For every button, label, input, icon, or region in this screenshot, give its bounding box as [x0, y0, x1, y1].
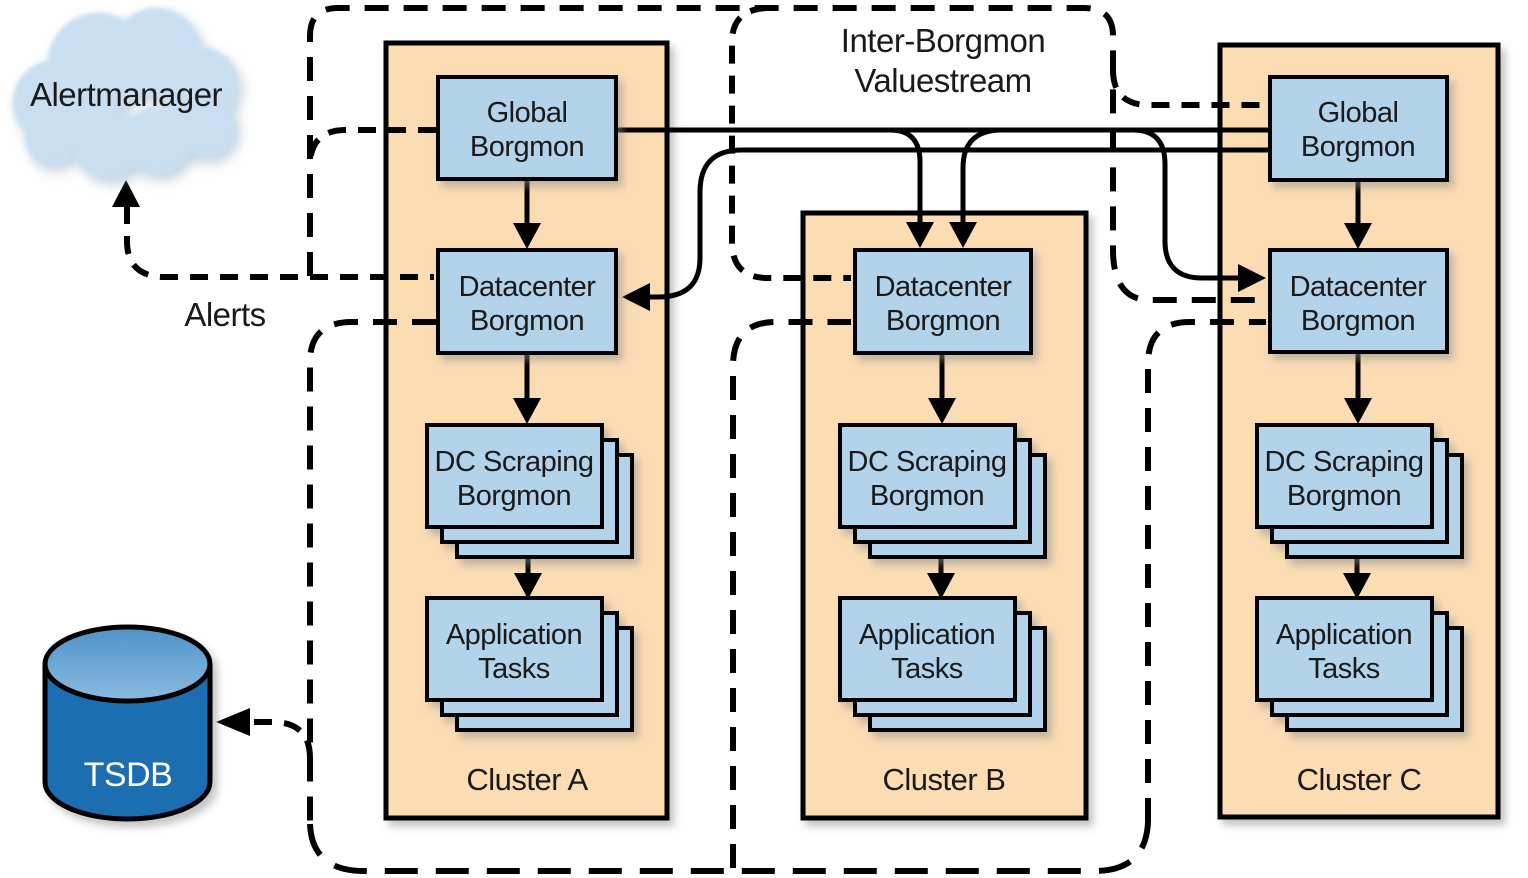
node-datacenter-borgmon-a [436, 248, 618, 355]
valuestream-branch-global-a [307, 127, 436, 167]
datacenter-c-in-arrowhead-icon [1238, 264, 1266, 292]
dc-scraping-borgmon-c-label-line2: Borgmon [1287, 480, 1401, 512]
node-dc-scraping-borgmon-c-stack [1255, 423, 1464, 559]
edge-drop-datacenter-b-2 [960, 127, 1003, 222]
datacenter-borgmon-a-label-line2: Borgmon [470, 305, 584, 337]
valuestream-branch-global-c [1110, 69, 1266, 108]
tsdb-flow-left-edge [307, 319, 436, 824]
dashed-flow-lines [112, 5, 1266, 874]
application-tasks-a-label-line2: Tasks [478, 653, 550, 685]
dc-scraping-borgmon-c-label-line1: DC Scraping [1265, 446, 1424, 478]
alertmanager-label: Alertmanager [30, 76, 223, 113]
application-tasks-c-label-line2: Tasks [1308, 653, 1380, 685]
application-tasks-b-label-line2: Tasks [891, 653, 963, 685]
edge-drop-datacenter-c [1132, 127, 1238, 281]
alerts-label: Alerts [184, 296, 265, 333]
node-global-borgmon-c [1268, 75, 1449, 182]
valuestream-label: Inter-Borgmon Valuestream [841, 22, 1046, 99]
valuestream-branch-datacenter-b [729, 5, 851, 281]
arrowhead-icon [927, 573, 955, 599]
dc-scraping-borgmon-a-label-line2: Borgmon [457, 480, 571, 512]
datacenter-borgmon-c-label-line2: Borgmon [1301, 305, 1415, 337]
tsdb-arrowhead-icon [216, 708, 250, 736]
tsdb-cylinder-body [42, 664, 213, 822]
cluster-c: Global Borgmon Datacenter Borgmon DC Scr… [1255, 75, 1464, 797]
node-dc-scraping-borgmon-b-stack [838, 423, 1047, 559]
dc-scraping-borgmon-b-label-line2: Borgmon [870, 480, 984, 512]
arrowhead-icon [1344, 223, 1372, 249]
application-tasks-a-label-line1: Application [446, 619, 582, 651]
alertmanager-cloud: Alertmanager [13, 8, 238, 178]
arrowhead-icon [513, 398, 541, 424]
valuestream-label-line1: Inter-Borgmon [841, 22, 1045, 59]
tsdb-flow-right-edge [1145, 319, 1266, 822]
cloud-icon [13, 8, 238, 178]
node-dc-scraping-borgmon-a-stack [425, 423, 634, 559]
application-tasks-b-label-line1: Application [859, 619, 995, 651]
global-borgmon-c-label-line1: Global [1318, 97, 1399, 129]
global-borgmon-c-label-line2: Borgmon [1301, 131, 1415, 163]
edge-global-c-to-datacenter-a [650, 147, 1270, 300]
datacenter-b-in-arrowhead-2-icon [949, 222, 977, 248]
cluster-c-label: Cluster C [1297, 762, 1422, 797]
cluster-a-label: Cluster A [466, 762, 588, 797]
tsdb-database: TSDB [42, 624, 213, 822]
node-global-borgmon-a [436, 75, 618, 181]
node-datacenter-borgmon-b [853, 248, 1033, 355]
edge-drop-datacenter-b-1 [889, 127, 923, 222]
datacenter-borgmon-c-label-line1: Datacenter [1290, 271, 1428, 303]
alerts-path [124, 206, 434, 280]
cluster-a: Global Borgmon Datacenter Borgmon DC Scr… [425, 75, 634, 797]
datacenter-b-in-arrowhead-1-icon [906, 222, 934, 248]
valuestream-container-outline [307, 5, 1266, 303]
cluster-b-label: Cluster B [883, 762, 1006, 797]
global-borgmon-a-label-line2: Borgmon [470, 131, 584, 163]
node-application-tasks-a-stack [425, 596, 634, 732]
node-application-tasks-c-stack [1255, 596, 1464, 732]
arrowhead-icon [1344, 398, 1372, 424]
arrowhead-icon [513, 223, 541, 249]
valuestream-label-line2: Valuestream [854, 62, 1031, 99]
dc-scraping-borgmon-b-label-line1: DC Scraping [848, 446, 1007, 478]
arrowhead-icon [1343, 573, 1371, 599]
datacenter-a-in-arrowhead-icon [622, 283, 650, 311]
application-tasks-c-label-line1: Application [1276, 619, 1412, 651]
tsdb-flow-bottom-edge [307, 821, 1151, 874]
tsdb-write-path [250, 719, 313, 759]
datacenter-borgmon-b-label-line1: Datacenter [875, 271, 1013, 303]
datacenter-borgmon-a-label-line1: Datacenter [459, 271, 597, 303]
node-datacenter-borgmon-c [1268, 248, 1449, 354]
arrowhead-icon [928, 398, 956, 424]
datacenter-borgmon-b-label-line2: Borgmon [886, 305, 1000, 337]
tsdb-cylinder-top [42, 624, 213, 704]
global-borgmon-a-label-line1: Global [487, 97, 568, 129]
cluster-b: Datacenter Borgmon DC Scraping Borgmon A… [838, 248, 1047, 797]
solid-flow-lines [513, 127, 1372, 599]
arrowhead-icon [514, 573, 542, 599]
tsdb-label: TSDB [84, 756, 173, 794]
dc-scraping-borgmon-a-label-line1: DC Scraping [435, 446, 594, 478]
node-application-tasks-b-stack [838, 596, 1047, 732]
alerts-arrowhead-icon [112, 180, 140, 207]
